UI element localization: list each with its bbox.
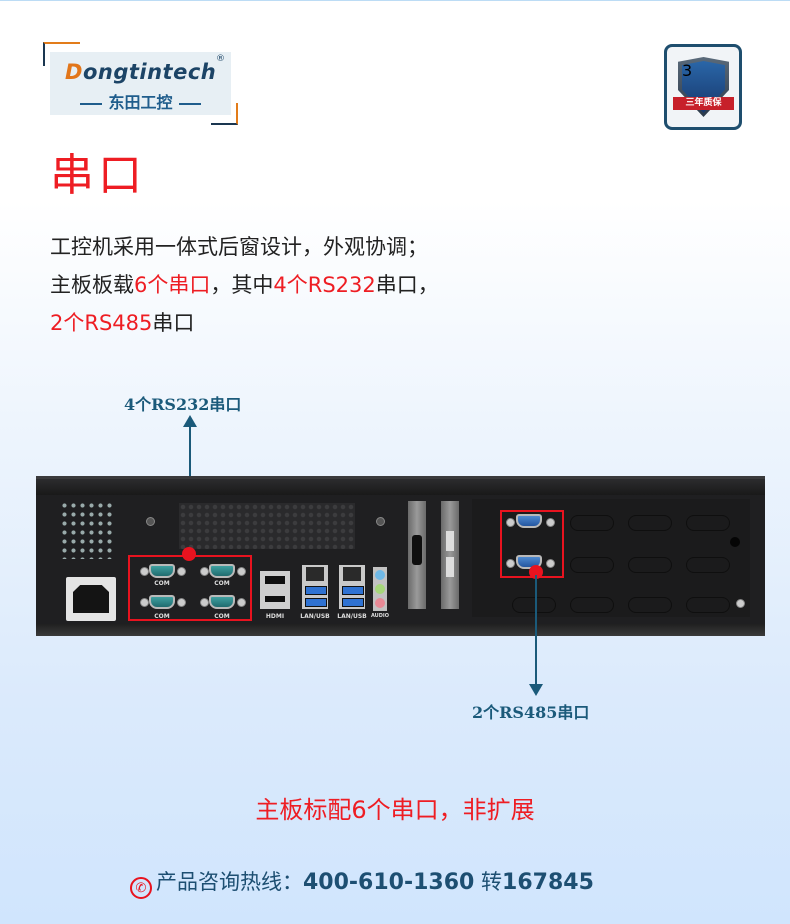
warranty-label: 三年质保 — [673, 97, 734, 110]
top-border — [0, 0, 790, 1]
callout-rs232-dot — [182, 547, 196, 561]
hotline-number[interactable]: 400-610-1360 — [303, 870, 475, 895]
arrow-down-icon — [529, 684, 543, 696]
phone-icon: ✆ — [130, 877, 152, 899]
callout-rs485-line — [535, 575, 537, 685]
warranty-badge: 3 三年质保 — [664, 44, 742, 130]
intro-line-1: 工控机采用一体式后窗设计，外观协调； — [50, 235, 428, 259]
hdmi-port — [260, 571, 290, 609]
com-port-1 — [149, 564, 175, 578]
callout-rs485-dot — [529, 565, 543, 579]
fan-vent — [60, 501, 116, 559]
audio-jacks — [373, 567, 387, 611]
intro-line-3: 2个RS485串口 — [50, 311, 195, 335]
lan-usb-port-2 — [339, 565, 365, 609]
extension-label: 转 — [481, 870, 503, 894]
power-socket — [66, 577, 116, 621]
section-title: 串口 — [50, 150, 146, 201]
logo-corner-decoration — [211, 103, 238, 125]
callout-rs485-label: 2个RS485串口 — [472, 703, 590, 722]
expansion-slot-2 — [441, 501, 459, 609]
chassis-rear-panel: COM COM COM COM HDMI LAN/USB LAN/USB AUD… — [36, 476, 765, 636]
standard-config-note: 主板标配6个串口，非扩展 — [255, 796, 535, 824]
logo-wordmark: Dongtintech — [65, 60, 217, 84]
logo-corner-decoration — [43, 42, 80, 66]
vent-grille — [179, 503, 355, 549]
com-port-2 — [209, 564, 235, 578]
warranty-years: 3 — [682, 61, 693, 80]
rs485-port-1 — [516, 514, 542, 528]
intro-line-2: 主板板载6个串口，其中4个RS232串口， — [50, 273, 439, 297]
logo-chinese-name: 东田工控 — [50, 89, 231, 113]
callout-rs232-label: 4个RS232串口 — [124, 395, 242, 414]
expansion-slot-1 — [408, 501, 426, 609]
extension-number: 167845 — [502, 870, 594, 895]
hotline[interactable]: ✆产品咨询热线：400-610-1360 转167845 — [130, 866, 594, 899]
com-port-3 — [149, 595, 175, 609]
arrow-up-icon — [183, 415, 197, 427]
brand-logo[interactable]: Dongtintech ® 东田工控 — [43, 42, 238, 125]
com-port-4 — [209, 595, 235, 609]
hotline-label: 产品咨询热线： — [156, 870, 303, 894]
registered-mark: ® — [216, 54, 225, 64]
section-intro: 工控机采用一体式后窗设计，外观协调； 主板板载6个串口，其中4个RS232串口，… — [50, 228, 439, 342]
lan-usb-port-1 — [302, 565, 328, 609]
